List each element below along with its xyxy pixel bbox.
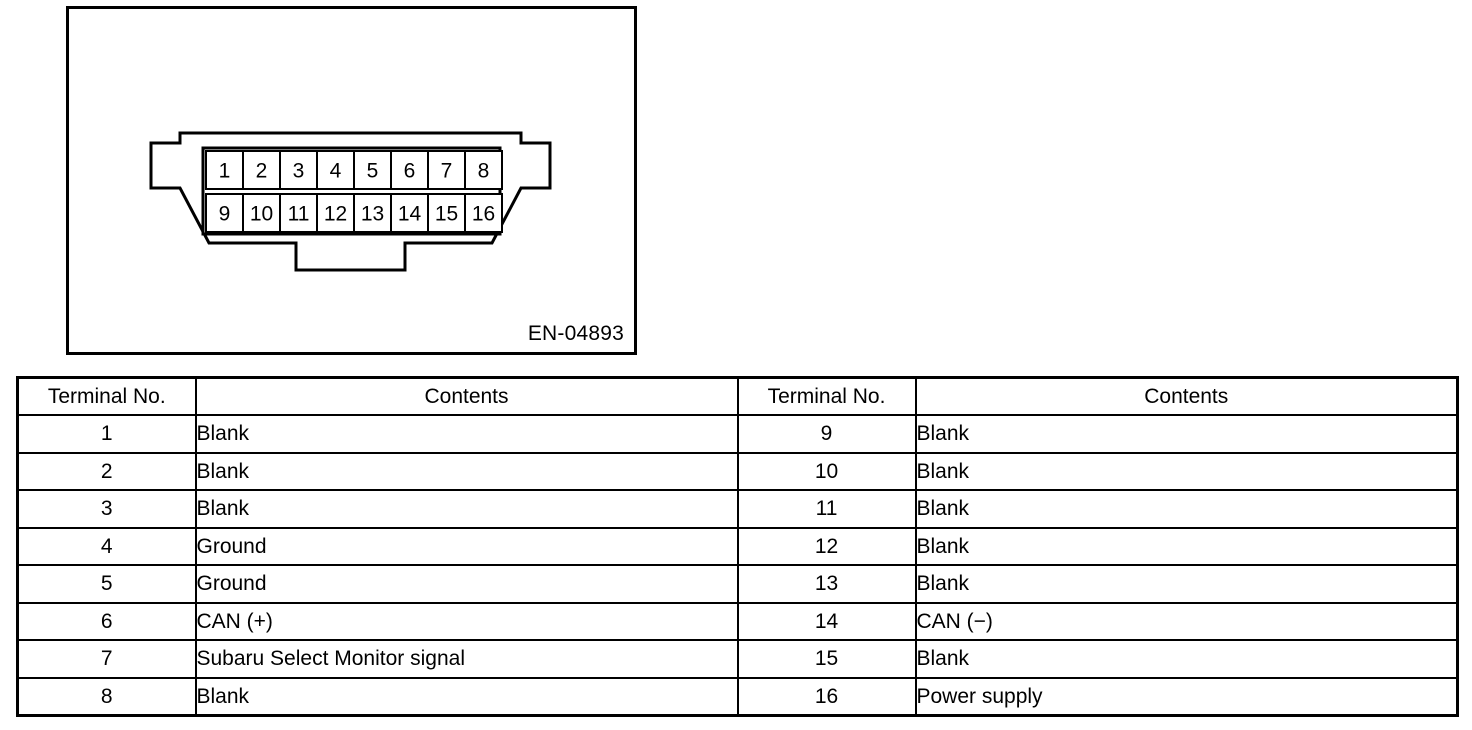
cell-contents: Power supply — [914, 676, 1459, 717]
cell-terminal-no: 4 — [16, 526, 197, 566]
cell-contents: Blank — [914, 451, 1459, 491]
cell-contents: Blank — [194, 451, 739, 491]
pin-cell-1 — [205, 150, 244, 190]
pin-label-3: 3 — [293, 160, 305, 183]
table-row: 3 Blank 11 Blank — [16, 489, 1459, 529]
pin-cell-16 — [464, 193, 503, 233]
pin-label-11: 11 — [288, 203, 310, 226]
cell-contents: Subaru Select Monitor signal — [194, 639, 739, 679]
pin-label-10: 10 — [250, 203, 273, 226]
cell-contents: Blank — [194, 676, 739, 717]
pin-cell-5 — [353, 150, 392, 190]
figure-code-label: EN-04893 — [527, 322, 624, 345]
header-contents-right: Contents — [914, 376, 1459, 416]
cell-contents: CAN (+) — [194, 601, 739, 641]
table-row: 4 Ground 12 Blank — [16, 526, 1459, 566]
cell-terminal-no: 6 — [16, 601, 197, 641]
cell-terminal-no: 8 — [16, 676, 197, 717]
pin-cell-6 — [390, 150, 429, 190]
connector-diagram: 1 2 3 4 5 6 7 8 9 10 11 12 13 14 15 1 — [149, 131, 552, 272]
cell-terminal-no: 15 — [736, 639, 917, 679]
pin-label-15: 15 — [435, 203, 458, 226]
table-row: 8 Blank 16 Power supply — [16, 676, 1459, 717]
pin-label-16: 16 — [472, 203, 495, 226]
cell-contents: Blank — [914, 414, 1459, 454]
pin-label-1: 1 — [219, 160, 231, 183]
cell-contents: Ground — [194, 564, 739, 604]
pin-label-2: 2 — [256, 160, 268, 183]
pin-label-12: 12 — [324, 203, 347, 226]
pin-label-6: 6 — [404, 160, 416, 183]
pin-label-4: 4 — [330, 160, 342, 183]
table-header-row: Terminal No. Contents Terminal No. Conte… — [16, 376, 1459, 416]
cell-terminal-no: 5 — [16, 564, 197, 604]
pin-cell-13 — [353, 193, 392, 233]
pin-label-5: 5 — [367, 160, 379, 183]
cell-terminal-no: 2 — [16, 451, 197, 491]
pin-label-13: 13 — [361, 203, 384, 226]
terminal-contents-table: Terminal No. Contents Terminal No. Conte… — [16, 376, 1459, 717]
cell-contents: CAN (−) — [914, 601, 1459, 641]
connector-figure-panel: 1 2 3 4 5 6 7 8 9 10 11 12 13 14 15 1 — [66, 6, 637, 355]
cell-terminal-no: 13 — [736, 564, 917, 604]
table-row: 2 Blank 10 Blank — [16, 451, 1459, 491]
cell-contents: Blank — [914, 639, 1459, 679]
pin-cell-8 — [464, 150, 503, 190]
table-row: 5 Ground 13 Blank — [16, 564, 1459, 604]
table-row: 1 Blank 9 Blank — [16, 414, 1459, 454]
pin-row-top: 1 2 3 4 5 6 7 8 — [205, 150, 503, 190]
cell-contents: Blank — [914, 489, 1459, 529]
cell-terminal-no: 1 — [16, 414, 197, 454]
pin-row-bottom: 9 10 11 12 13 14 15 16 — [205, 193, 503, 233]
pin-cell-11 — [279, 193, 318, 233]
cell-terminal-no: 11 — [736, 489, 917, 529]
cell-terminal-no: 14 — [736, 601, 917, 641]
pin-label-8: 8 — [478, 160, 490, 183]
pin-cell-14 — [390, 193, 429, 233]
cell-terminal-no: 12 — [736, 526, 917, 566]
cell-terminal-no: 16 — [736, 676, 917, 717]
pin-label-9: 9 — [219, 203, 231, 226]
header-terminal-no-left: Terminal No. — [16, 376, 197, 416]
cell-contents: Blank — [194, 489, 739, 529]
cell-contents: Blank — [194, 414, 739, 454]
cell-contents: Blank — [914, 564, 1459, 604]
pin-label-14: 14 — [398, 203, 422, 226]
header-contents-left: Contents — [194, 376, 739, 416]
table-row: 7 Subaru Select Monitor signal 15 Blank — [16, 639, 1459, 679]
pin-label-7: 7 — [441, 160, 453, 183]
header-terminal-no-right: Terminal No. — [736, 376, 917, 416]
cell-terminal-no: 7 — [16, 639, 197, 679]
cell-contents: Ground — [194, 526, 739, 566]
cell-terminal-no: 9 — [736, 414, 917, 454]
pin-cell-3 — [279, 150, 318, 190]
cell-contents: Blank — [914, 526, 1459, 566]
pin-cell-4 — [316, 150, 355, 190]
cell-terminal-no: 10 — [736, 451, 917, 491]
cell-terminal-no: 3 — [16, 489, 197, 529]
table-row: 6 CAN (+) 14 CAN (−) — [16, 601, 1459, 641]
